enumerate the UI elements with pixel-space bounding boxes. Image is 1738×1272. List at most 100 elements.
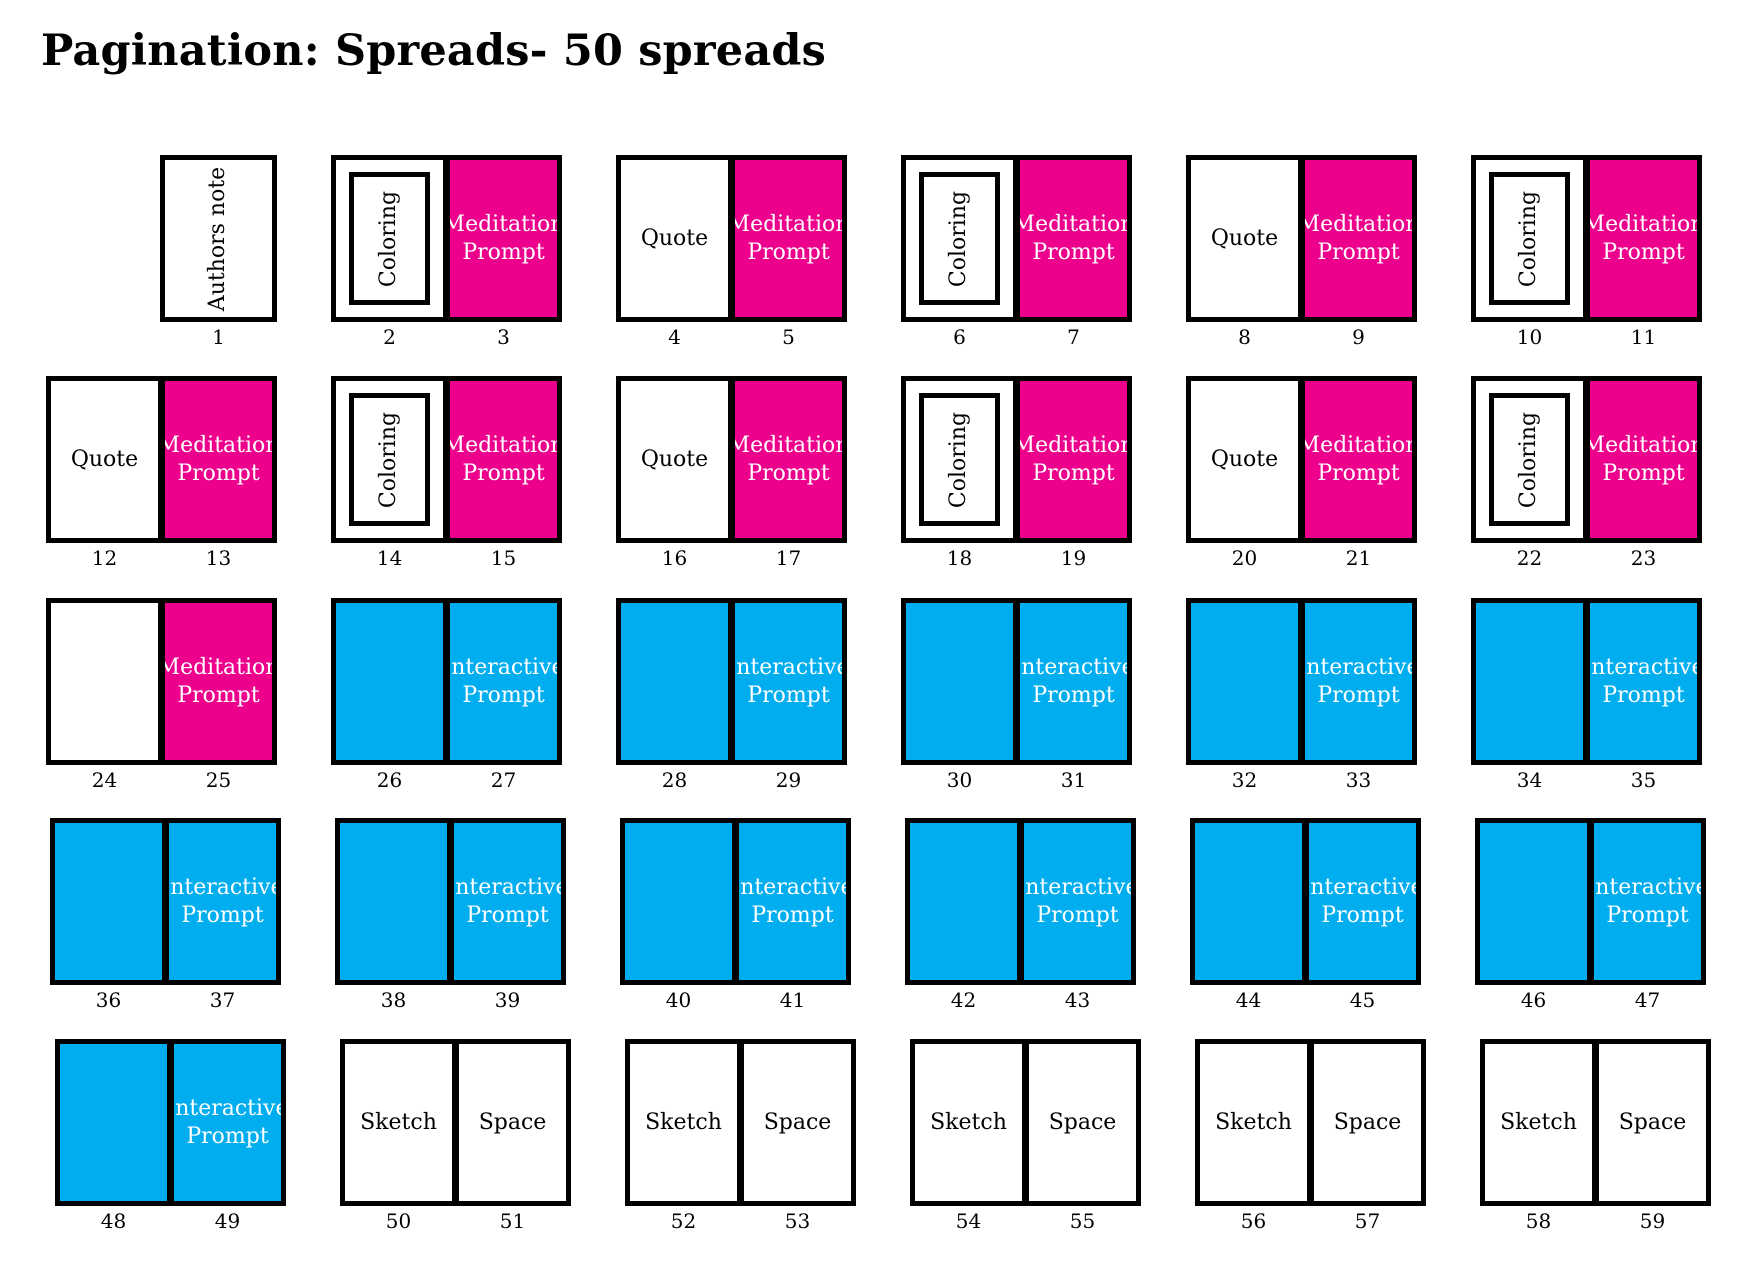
page-55: Space (1024, 1039, 1141, 1206)
page-1: Authors note (160, 155, 277, 322)
page-label: Interactive Prompt (445, 654, 562, 708)
page-label: Interactive Prompt (164, 874, 281, 928)
page-number: 6 (953, 325, 966, 349)
page-number: 22 (1516, 546, 1543, 570)
page-number: 37 (209, 988, 236, 1012)
page-label: Sketch (1500, 1109, 1577, 1135)
page-19: Meditation Prompt (1015, 376, 1132, 543)
page-37: Interactive Prompt (164, 818, 281, 985)
page-number: 31 (1060, 768, 1087, 792)
page-label: Coloring (376, 411, 402, 508)
page-21: Meditation Prompt (1300, 376, 1417, 543)
page-number: 27 (490, 768, 517, 792)
page-number: 12 (91, 546, 118, 570)
page-43: Interactive Prompt (1019, 818, 1136, 985)
page-number: 8 (1238, 325, 1251, 349)
page-label: Meditation Prompt (160, 654, 277, 708)
page-number: 44 (1235, 988, 1262, 1012)
page-number: 15 (490, 546, 517, 570)
page-label: Interactive Prompt (449, 874, 566, 928)
page-30 (901, 598, 1018, 765)
page-number: 25 (205, 768, 232, 792)
page-label: Interactive Prompt (1300, 654, 1417, 708)
page-label: Interactive Prompt (1304, 874, 1421, 928)
page-10: Coloring (1471, 155, 1588, 322)
page-number: 32 (1231, 768, 1258, 792)
page-label: Sketch (1215, 1109, 1292, 1135)
page-label: Interactive Prompt (1589, 874, 1706, 928)
page-number: 30 (946, 768, 973, 792)
page-35: Interactive Prompt (1585, 598, 1702, 765)
page-label: Interactive Prompt (1019, 874, 1136, 928)
page-label: Space (478, 1109, 547, 1135)
page-number: 59 (1639, 1209, 1666, 1233)
page-label: Interactive Prompt (169, 1095, 286, 1149)
page-label: Meditation Prompt (1015, 211, 1132, 265)
page-label: Meditation Prompt (730, 211, 847, 265)
page-15: Meditation Prompt (445, 376, 562, 543)
page-label: Quote (1210, 225, 1279, 251)
page-54: Sketch (910, 1039, 1027, 1206)
page-34 (1471, 598, 1588, 765)
page-56: Sketch (1195, 1039, 1312, 1206)
page-50: Sketch (340, 1039, 457, 1206)
page-28 (616, 598, 733, 765)
page-label: Space (1618, 1109, 1687, 1135)
page-20: Quote (1186, 376, 1303, 543)
page-45: Interactive Prompt (1304, 818, 1421, 985)
page-number: 40 (665, 988, 692, 1012)
page-52: Sketch (625, 1039, 742, 1206)
page-label: Coloring (946, 411, 972, 508)
page-5: Meditation Prompt (730, 155, 847, 322)
page-number: 10 (1516, 325, 1543, 349)
page-number: 16 (661, 546, 688, 570)
page-8: Quote (1186, 155, 1303, 322)
page-label: Coloring (376, 190, 402, 287)
page-number: 3 (497, 325, 510, 349)
page-27: Interactive Prompt (445, 598, 562, 765)
page-number: 5 (782, 325, 795, 349)
page-label: Meditation Prompt (445, 211, 562, 265)
page-number: 42 (950, 988, 977, 1012)
page-label: Interactive Prompt (1015, 654, 1132, 708)
page-25: Meditation Prompt (160, 598, 277, 765)
page-number: 34 (1516, 768, 1543, 792)
page-number: 13 (205, 546, 232, 570)
page-2: Coloring (331, 155, 448, 322)
page-label: Meditation Prompt (1300, 211, 1417, 265)
page-number: 39 (494, 988, 521, 1012)
page-42 (905, 818, 1022, 985)
page-number: 50 (385, 1209, 412, 1233)
page-label: Space (1048, 1109, 1117, 1135)
page-number: 58 (1525, 1209, 1552, 1233)
page-label: Interactive Prompt (730, 654, 847, 708)
coloring-frame: Coloring (349, 393, 430, 526)
page-29: Interactive Prompt (730, 598, 847, 765)
page-3: Meditation Prompt (445, 155, 562, 322)
page-36 (50, 818, 167, 985)
page-label: Quote (640, 446, 709, 472)
page-label: Meditation Prompt (730, 432, 847, 486)
page-label: Coloring (1516, 411, 1542, 508)
page-number: 49 (214, 1209, 241, 1233)
page-24 (46, 598, 163, 765)
page-17: Meditation Prompt (730, 376, 847, 543)
page-number: 56 (1240, 1209, 1267, 1233)
page-label: Interactive Prompt (734, 874, 851, 928)
page-number: 24 (91, 768, 118, 792)
page-number: 53 (784, 1209, 811, 1233)
page-number: 2 (383, 325, 396, 349)
page-number: 20 (1231, 546, 1258, 570)
page-23: Meditation Prompt (1585, 376, 1702, 543)
page-number: 57 (1354, 1209, 1381, 1233)
page-38 (335, 818, 452, 985)
page-number: 21 (1345, 546, 1372, 570)
page-number: 36 (95, 988, 122, 1012)
page-label: Space (1333, 1109, 1402, 1135)
page-number: 17 (775, 546, 802, 570)
page-number: 9 (1352, 325, 1365, 349)
page-number: 18 (946, 546, 973, 570)
coloring-frame: Coloring (919, 393, 1000, 526)
page-number: 26 (376, 768, 403, 792)
coloring-frame: Coloring (919, 172, 1000, 305)
